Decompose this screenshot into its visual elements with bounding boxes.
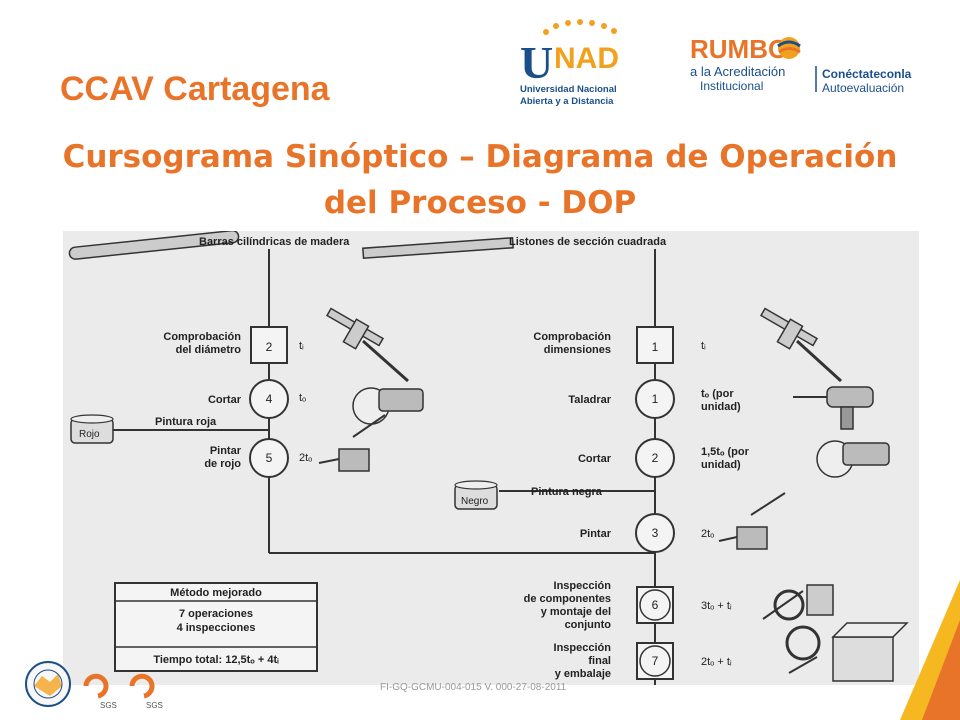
paint-can-icon <box>454 480 498 510</box>
saw-icon <box>352 387 424 425</box>
left-material-rod-icon <box>68 231 240 260</box>
unad-logo: U NAD Universidad Nacional Abierta y a D… <box>520 19 619 107</box>
combined-step-7-square <box>636 642 674 680</box>
right-step-3-time-1: 1,5tₒ (por <box>701 446 750 458</box>
rumbo-subtitle-4: Autoevaluación <box>822 81 904 95</box>
left-step-1-num: 2 <box>266 340 273 354</box>
summary-operations: 7 operaciones <box>179 608 253 620</box>
right-step-4-circle <box>635 513 675 553</box>
caliper-icon <box>325 307 409 383</box>
combined-step-6-time: 3tₒ + tᵢ <box>701 600 732 612</box>
right-step-3-circle <box>635 438 675 478</box>
right-step-2-time-2: unidad) <box>701 401 741 413</box>
footer-logos: SGS SGS <box>25 661 163 710</box>
unad-dots <box>543 19 617 35</box>
left-step-3-time: 2tₒ <box>299 452 312 464</box>
document-code: FI-GQ-GCMU-004-015 V. 000-27-08-2011 <box>380 682 567 693</box>
rumbo-subtitle-1: a la Acreditación <box>690 64 785 79</box>
left-material-label: Barras cilíndricas de madera <box>199 236 350 248</box>
unad-u: U <box>520 37 553 88</box>
colombia-seal-icon <box>25 661 71 707</box>
left-step-1-label-2: del diámetro <box>176 344 242 356</box>
right-step-4-label: Pintar <box>580 528 612 540</box>
combined-step-6-square <box>636 586 674 624</box>
left-can-label: Rojo <box>79 429 100 440</box>
caliper-icon <box>759 307 843 383</box>
combined-step-7-label-2: final <box>588 655 611 667</box>
drill-icon <box>793 386 874 430</box>
right-step-2-circle <box>635 379 675 419</box>
right-step-2-label: Taladrar <box>568 394 611 406</box>
right-step-4-num: 3 <box>652 526 659 540</box>
right-step-3-num: 2 <box>652 451 659 465</box>
dop-diagram: Barras cilíndricas de madera Listones de… <box>63 231 919 685</box>
rumbo-subtitle-2: Institucional <box>700 79 763 93</box>
summary-inspections: 4 inspecciones <box>177 622 256 634</box>
right-step-4-time: 2tₒ <box>701 528 714 540</box>
campus-title: CCAV Cartagena <box>60 70 330 108</box>
right-step-2-time-1: tₒ (por <box>701 388 734 400</box>
sgs-label-1: SGS <box>100 701 117 710</box>
packaging-box-icon <box>785 622 909 682</box>
left-step-3-label-1: Pintar <box>210 445 242 457</box>
left-step-2-num: 4 <box>266 392 273 406</box>
sgs-label-2: SGS <box>146 701 163 710</box>
rumbo-subtitle-3: Conéctateconla <box>822 67 912 81</box>
left-step-3-num: 5 <box>266 451 273 465</box>
summary-heading: Método mejorado <box>170 587 262 599</box>
right-step-2-num: 1 <box>652 392 659 406</box>
left-step-1-label-1: Comprobación <box>163 331 241 343</box>
summary-box <box>114 582 318 672</box>
combined-step-6-label-3: y montaje del <box>541 606 611 618</box>
right-material-bar-icon <box>362 236 514 260</box>
right-step-1-label-1: Comprobación <box>533 331 611 343</box>
right-step-3-time-2: unidad) <box>701 459 741 471</box>
combined-step-7-label-3: y embalaje <box>555 668 611 680</box>
combined-step-7-num: 7 <box>652 654 659 668</box>
right-input-label: Pintura negra <box>531 486 603 498</box>
right-step-1-label-2: dimensiones <box>544 344 611 356</box>
right-step-3-label: Cortar <box>578 453 612 465</box>
combined-step-7-label-1: Inspección <box>554 642 612 654</box>
left-step-2-circle <box>249 379 289 419</box>
combined-step-6-label-2: de componentes <box>524 593 611 605</box>
rumbo-ball-icon <box>777 37 801 59</box>
combined-step-6-num: 6 <box>652 598 659 612</box>
rumbo-wordmark: RUMBO <box>690 34 788 64</box>
certification-mark-icon <box>83 673 155 699</box>
right-material-label: Listones de sección cuadrada <box>509 236 667 248</box>
paint-gun-icon <box>318 414 386 472</box>
left-step-1-square <box>250 326 288 364</box>
corner-decoration <box>900 580 960 720</box>
page-title: Cursograma Sinóptico – Diagrama de Opera… <box>40 134 920 226</box>
left-input-label: Pintura roja <box>155 416 217 428</box>
left-step-3-label-2: de rojo <box>204 458 241 470</box>
combined-step-6-circle <box>639 589 671 621</box>
right-step-1-time: tᵢ <box>701 340 706 352</box>
paint-gun-icon <box>718 492 786 550</box>
combined-step-7-circle <box>639 645 671 677</box>
dop-diagram-svg: Barras cilíndricas de madera Listones de… <box>68 231 909 685</box>
page-title-line-2: del Proceso - DOP <box>323 185 637 221</box>
unad-subtitle-2: Abierta y a Distancia <box>520 96 614 107</box>
combined-step-7-time: 2tₒ + tᵢ <box>701 656 732 668</box>
right-step-1-num: 1 <box>652 340 659 354</box>
combined-step-6-label-4: conjunto <box>565 619 612 631</box>
left-step-1-time: tᵢ <box>299 340 304 352</box>
unad-nad: NAD <box>554 42 619 75</box>
summary-total-time: Tiempo total: 12,5tₒ + 4tᵢ <box>153 654 279 666</box>
paint-can-icon <box>70 414 114 444</box>
saw-icon <box>816 440 890 478</box>
rumbo-logo: RUMBO a la Acreditación Institucional Co… <box>690 34 912 95</box>
left-step-3-circle <box>249 438 289 478</box>
left-step-2-time: tₒ <box>299 392 306 404</box>
assembly-icon <box>762 584 834 621</box>
right-step-1-square <box>636 326 674 364</box>
page-title-line-1: Cursograma Sinóptico – Diagrama de Opera… <box>62 139 898 175</box>
unad-subtitle-1: Universidad Nacional <box>520 84 617 95</box>
combined-step-6-label-1: Inspección <box>554 580 612 592</box>
left-step-2-label: Cortar <box>208 394 242 406</box>
right-can-label: Negro <box>461 496 489 507</box>
